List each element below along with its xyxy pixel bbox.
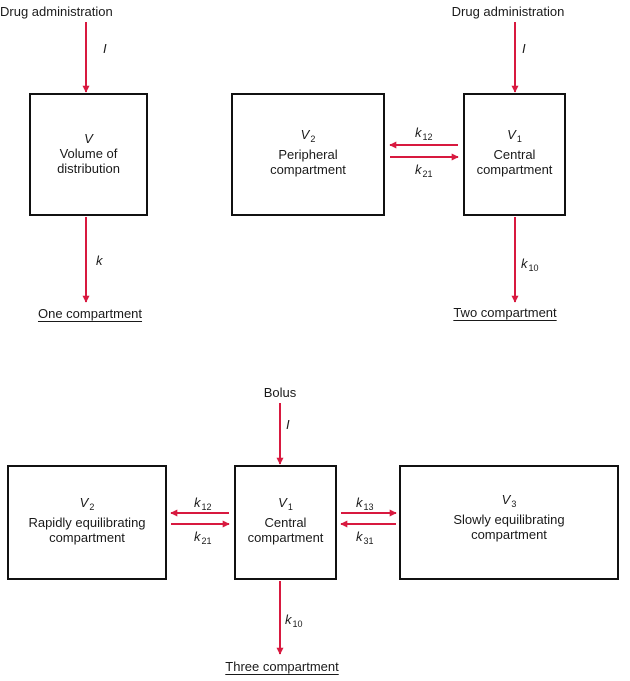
two-k12-k: k [415, 125, 422, 140]
one-box-line-2: distribution [57, 161, 120, 176]
three-k13-label: k13 [356, 495, 374, 515]
three-rapid-text: V2 Rapidly equilibrating compartment [8, 495, 166, 545]
three-central-line-1: Central [264, 515, 307, 530]
three-top-label: Bolus [263, 385, 297, 400]
three-k21-sub: 21 [201, 536, 212, 546]
three-slow-text: V3 Slowly equilibrating compartment [400, 492, 618, 542]
three-k21-label: k21 [194, 529, 212, 549]
two-caption: Two compartment [453, 305, 557, 320]
three-k31-k: k [356, 529, 363, 544]
two-central-box [463, 93, 566, 216]
two-peripheral-sub: 2 [310, 134, 316, 144]
three-rapid-line-2: compartment [49, 530, 125, 545]
one-box-text: V Volume of distribution [30, 131, 147, 176]
three-central-text: V1 Central compartment [235, 495, 336, 545]
three-slow-sub: 3 [511, 499, 517, 509]
two-k10-sub: 10 [528, 263, 539, 273]
two-k21-sub: 21 [422, 169, 433, 179]
one-volume-symbol: V [84, 131, 93, 146]
two-k21-label: k21 [415, 162, 433, 182]
two-peripheral-line-2: compartment [270, 162, 346, 177]
three-rapid-box [7, 465, 167, 580]
three-input-rate: I [286, 417, 290, 432]
two-central-line-2: compartment [476, 162, 553, 177]
two-central-text: V1 Central compartment [464, 127, 565, 177]
two-k10-label: k10 [521, 256, 539, 276]
two-central-line-1: Central [493, 147, 536, 162]
three-k12-label: k12 [194, 495, 212, 515]
one-k-label: k [96, 253, 103, 268]
one-elimination-constant: k [96, 253, 103, 268]
two-input-rate: I [522, 41, 526, 56]
three-rapid-sub: 2 [89, 502, 95, 512]
two-k21-k: k [415, 162, 422, 177]
three-k21-k: k [194, 529, 201, 544]
three-k13-sub: 13 [363, 502, 374, 512]
two-k12-sub: 12 [422, 132, 433, 142]
three-k10-label: k10 [285, 612, 303, 632]
three-central-symbol: V [278, 495, 287, 510]
three-k31-sub: 31 [363, 536, 374, 546]
two-k12-label: k12 [415, 125, 433, 145]
three-slow-box [399, 465, 619, 580]
three-rapid-line-1: Rapidly equilibrating [28, 515, 146, 530]
three-k13-k: k [356, 495, 363, 510]
three-slow-line-1: Slowly equilibrating [453, 512, 565, 527]
three-slow-symbol: V [501, 492, 511, 507]
three-k12-sub: 12 [201, 502, 212, 512]
three-k12-k: k [194, 495, 201, 510]
three-central-box [234, 465, 337, 580]
two-peripheral-text: V2 Peripheral compartment [232, 127, 384, 177]
three-caption: Three compartment [225, 659, 339, 674]
one-compartment-box [29, 93, 148, 216]
one-box-line-1: Volume of [59, 146, 118, 161]
two-peripheral-line-1: Peripheral [278, 147, 338, 162]
one-input-rate: I [103, 41, 107, 56]
two-k10-k: k [521, 256, 528, 271]
one-top-label: Drug administration [0, 4, 113, 19]
two-peripheral-symbol: V [300, 127, 310, 142]
three-central-line-2: compartment [247, 530, 324, 545]
two-top-label: Drug administration [451, 4, 565, 19]
three-slow-line-2: compartment [471, 527, 547, 542]
two-central-symbol: V [507, 127, 516, 142]
two-peripheral-box [231, 93, 385, 216]
two-central-sub: 1 [516, 134, 522, 144]
three-k10-k: k [285, 612, 292, 627]
three-rapid-symbol: V [79, 495, 89, 510]
three-central-sub: 1 [287, 502, 293, 512]
one-caption: One compartment [37, 306, 143, 321]
three-k31-label: k31 [356, 529, 374, 549]
three-k10-sub: 10 [292, 619, 303, 629]
